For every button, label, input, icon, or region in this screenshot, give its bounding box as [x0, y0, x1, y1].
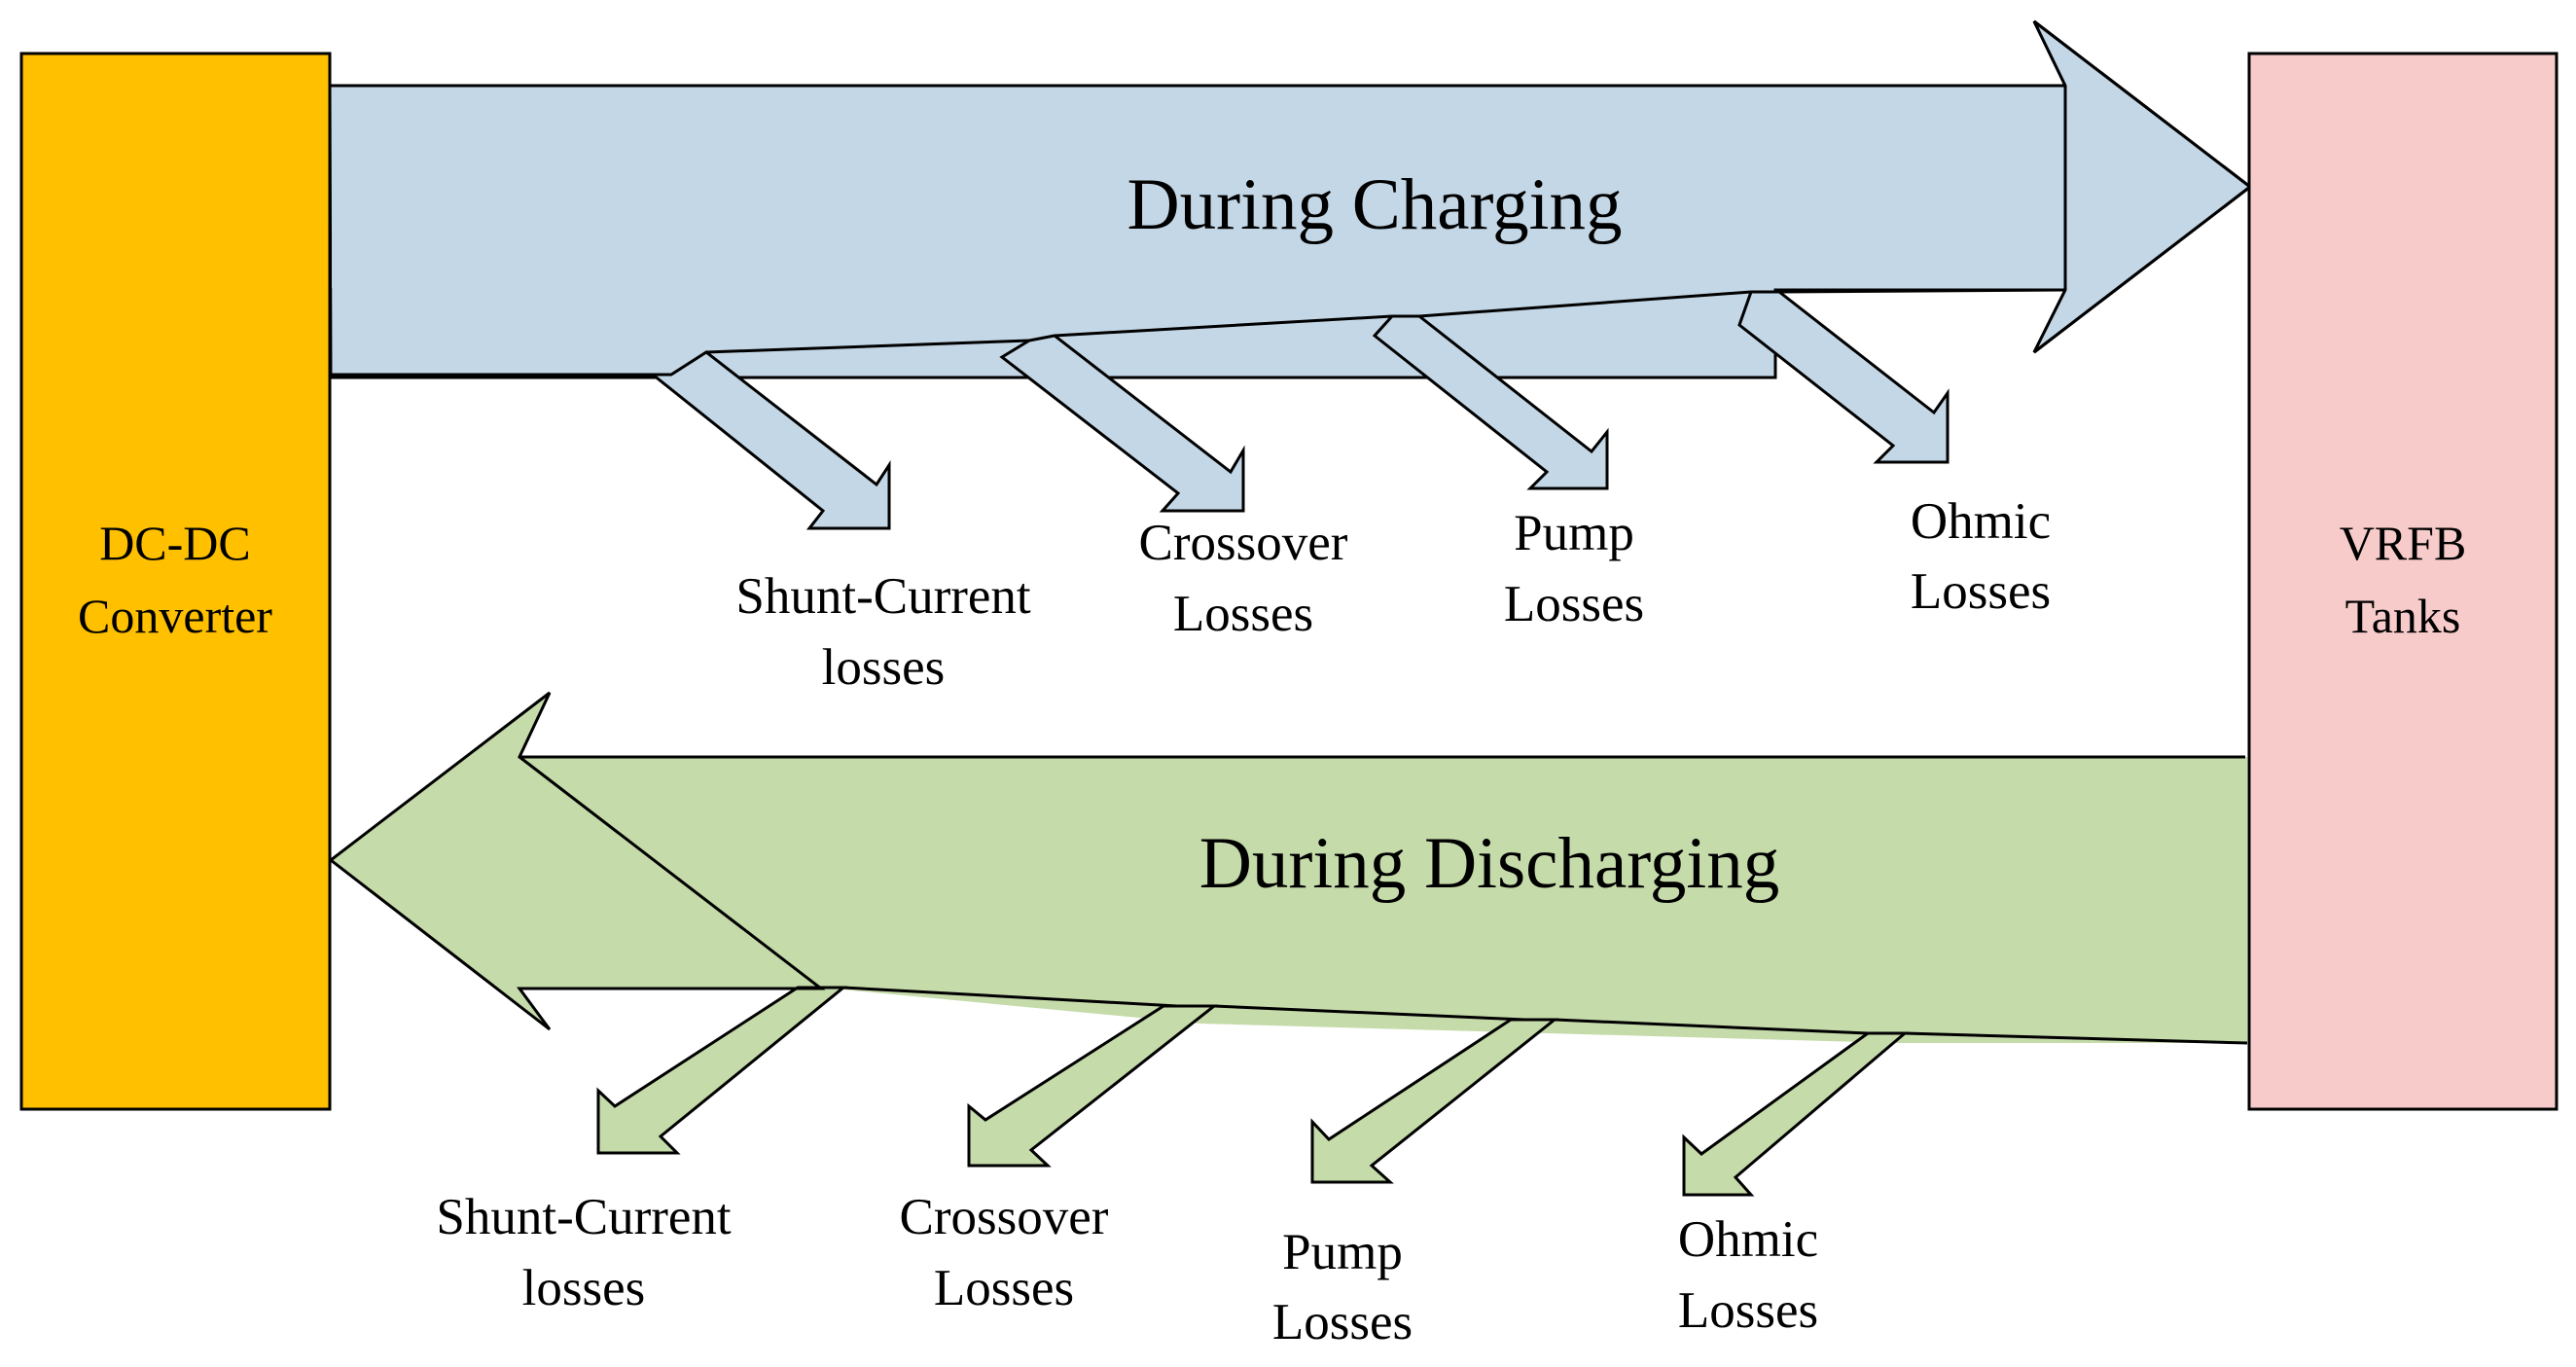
vrfb-tanks-box: VRFB Tanks: [2247, 52, 2558, 1111]
tanks-label-line2: Tanks: [2345, 589, 2461, 643]
discharging-flow: During Discharging: [328, 691, 2248, 1197]
charging-loss-ohmic-line1: Ohmic: [1911, 493, 2051, 550]
discharging-branch-arrow-1: [596, 986, 848, 1155]
discharging-loss-pump-line1: Pump: [1282, 1224, 1403, 1280]
charging-loss-pump-line2: Losses: [1504, 576, 1644, 632]
charging-loss-shunt-line1: Shunt-Current: [735, 568, 1031, 625]
discharging-loss-shunt-line2: losses: [522, 1260, 646, 1316]
discharging-branch-arrow-4: [1682, 1031, 1910, 1197]
charging-loss-pump-line1: Pump: [1514, 505, 1634, 561]
charging-loss-crossover-line1: Crossover: [1139, 515, 1348, 571]
charging-arrow-outline: [2032, 19, 2253, 354]
charging-loss-ohmic-line2: Losses: [1911, 563, 2051, 620]
discharging-loss-shunt-line1: Shunt-Current: [436, 1189, 732, 1245]
converter-label-line1: DC-DC: [99, 516, 251, 570]
charging-branch-arrow-3: [1372, 314, 1609, 490]
converter-label-line2: Converter: [78, 589, 272, 643]
charging-label: During Charging: [1127, 164, 1623, 245]
charging-branch-arrow-1: [648, 350, 891, 530]
charging-branch-arrow-4: [1737, 290, 1950, 464]
charging-flow: During Charging: [328, 19, 2253, 530]
discharging-loss-pump-line2: Losses: [1272, 1294, 1413, 1350]
charging-loss-shunt-line2: losses: [822, 639, 946, 696]
discharging-loss-crossover-line2: Losses: [934, 1260, 1074, 1316]
discharging-main-arrow: [331, 693, 2247, 1043]
charging-loss-crossover-line2: Losses: [1173, 586, 1313, 642]
discharging-loss-ohmic-line1: Ohmic: [1678, 1211, 1818, 1268]
tanks-label-line1: VRFB: [2340, 516, 2467, 570]
discharging-branch-arrow-2: [967, 1004, 1219, 1168]
discharging-loss-labels: Shunt-Current losses Crossover Losses Pu…: [436, 1189, 1818, 1350]
charging-branch-arrow-2: [999, 334, 1245, 513]
discharging-loss-crossover-line1: Crossover: [900, 1189, 1109, 1245]
charging-loss-labels: Shunt-Current losses Crossover Losses Pu…: [735, 493, 2051, 696]
discharging-loss-ohmic-line2: Losses: [1678, 1282, 1818, 1339]
discharging-arrow-outline: [328, 691, 826, 1031]
discharging-branch-arrow-3: [1310, 1018, 1559, 1184]
dc-dc-converter-box: DC-DC Converter: [19, 52, 332, 1111]
discharging-label: During Discharging: [1199, 823, 1779, 904]
